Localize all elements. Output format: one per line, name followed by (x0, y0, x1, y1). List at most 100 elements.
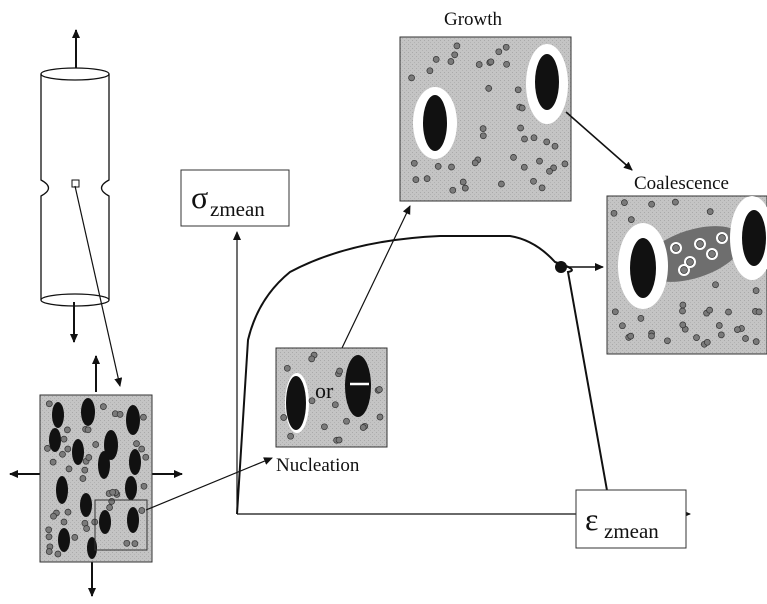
particle (530, 177, 537, 185)
particle (131, 540, 139, 547)
epsilon-symbol: ε (585, 501, 598, 537)
particle (521, 135, 528, 143)
particle (495, 48, 503, 56)
particle (83, 525, 90, 532)
particle (546, 167, 553, 175)
void (56, 476, 68, 504)
particle (610, 209, 618, 217)
particle (45, 526, 53, 534)
particle (85, 454, 93, 461)
sigma-symbol: σ (191, 179, 208, 215)
growth-label: Growth (444, 9, 503, 30)
tensile-specimen (40, 29, 123, 387)
coalescence-point-marker (555, 261, 567, 273)
particle (280, 414, 288, 421)
particle (514, 86, 522, 94)
void (126, 405, 140, 435)
band-particle (696, 240, 704, 248)
particle (725, 308, 732, 316)
particle (376, 386, 383, 393)
particle (703, 338, 711, 346)
particle (426, 67, 434, 75)
nucleation-void-right (345, 355, 371, 417)
particle (475, 61, 483, 68)
particle (432, 56, 440, 63)
particle (627, 216, 635, 223)
specimen-body (40, 74, 110, 300)
particle (510, 154, 517, 161)
particle (679, 321, 687, 329)
particle (742, 335, 749, 342)
particle (287, 432, 294, 440)
void (72, 439, 84, 465)
particle (479, 132, 487, 140)
curve-to-growth-arrow (341, 205, 411, 349)
coalescence-panel: Coalescence (606, 173, 767, 355)
particle (621, 199, 628, 206)
particle (321, 423, 328, 431)
particle (536, 157, 543, 165)
zoom-window (94, 499, 148, 551)
particle (448, 163, 455, 171)
particle (60, 518, 68, 526)
particle (752, 338, 760, 345)
particle (308, 397, 316, 405)
epsilon-subscript: zmean (604, 519, 659, 543)
particle (92, 441, 100, 448)
particle (498, 180, 505, 188)
particle (517, 124, 524, 132)
particle (518, 104, 526, 112)
coalescence-void-left (630, 238, 656, 298)
particle (140, 482, 148, 490)
particle (376, 413, 384, 421)
specimen-to-microstructure-arrow (74, 185, 123, 387)
epsilon-axis-label: ε zmean (575, 489, 687, 549)
particle (706, 208, 714, 215)
particle (133, 440, 140, 447)
particle (648, 332, 655, 340)
particle (706, 306, 713, 314)
particle (336, 367, 343, 375)
particle (453, 42, 461, 50)
particle (54, 550, 62, 558)
void (52, 402, 64, 428)
coalescence-particles (610, 198, 763, 348)
initial-microstructure-panel (9, 355, 273, 597)
zoom-to-nucleation-arrow (145, 457, 273, 511)
particle (734, 326, 741, 333)
coalescence-void-right (742, 210, 766, 266)
particle (123, 539, 131, 547)
particle (672, 198, 679, 206)
growth-void-left (423, 95, 447, 151)
epsilon-label-box (575, 489, 687, 549)
particle (331, 401, 339, 409)
sigma-axis-label: σ zmean (180, 169, 290, 227)
nucleation-panel: or Nucleation (275, 347, 388, 476)
particle (343, 417, 350, 425)
particle (712, 281, 719, 289)
particle (502, 43, 510, 51)
particle (60, 435, 68, 443)
void (129, 449, 141, 475)
void (80, 493, 92, 517)
particle (479, 125, 487, 132)
sigma-label-box (180, 169, 290, 227)
particle (79, 475, 87, 482)
particle (100, 403, 107, 410)
particle (755, 308, 763, 316)
particle (116, 411, 124, 418)
void (81, 398, 95, 426)
particle (49, 458, 57, 466)
particle (308, 355, 316, 363)
particle (84, 426, 92, 434)
nucleation-or-text: or (315, 378, 334, 403)
particle (503, 60, 510, 68)
particle (45, 533, 53, 541)
particle (543, 138, 551, 146)
initial-voids (49, 398, 141, 559)
growth-to-coalescence-arrow (565, 111, 633, 171)
particle (64, 426, 71, 434)
particle (283, 364, 291, 372)
void (104, 430, 118, 460)
